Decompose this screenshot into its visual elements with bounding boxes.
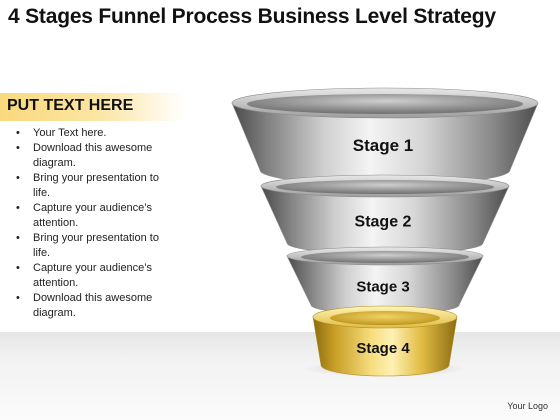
bullet-item: Your Text here. — [15, 126, 175, 141]
bullet-item: Download this awesome diagram. — [15, 141, 175, 171]
funnel-stage-2: Stage 2 — [260, 174, 510, 255]
funnel-stage-opening — [301, 251, 469, 263]
bullet-item: Download this awesome diagram. — [15, 291, 175, 321]
text-header-band — [0, 93, 185, 121]
floor-background — [0, 332, 560, 420]
bullet-item: Capture your audience’s attention. — [15, 261, 175, 291]
funnel-stage-body — [312, 316, 458, 377]
bullet-item: Bring your presentation to life. — [15, 171, 175, 201]
stage-label: Stage 3 — [356, 278, 409, 295]
page-title: 4 Stages Funnel Process Business Level S… — [8, 5, 496, 28]
bullet-list: Your Text here. Download this awesome di… — [15, 126, 175, 321]
funnel-stage-3: Stage 3 — [286, 246, 484, 315]
stage-label: Stage 1 — [353, 136, 413, 155]
bullet-item: Bring your presentation to life. — [15, 231, 175, 261]
funnel-stage-1: Stage 1 — [231, 87, 539, 186]
funnel-stage-opening — [330, 311, 440, 325]
stage-label: Stage 2 — [355, 214, 412, 231]
bullet-item: Capture your audience’s attention. — [15, 201, 175, 231]
text-header: PUT TEXT HERE — [7, 97, 134, 114]
stage-label: Stage 4 — [356, 340, 410, 357]
funnel-stage-opening — [276, 180, 494, 194]
funnel-stage-opening — [247, 94, 523, 114]
logo-text: Your Logo — [507, 401, 548, 411]
funnel-stage-4: Stage 4 — [312, 305, 458, 377]
